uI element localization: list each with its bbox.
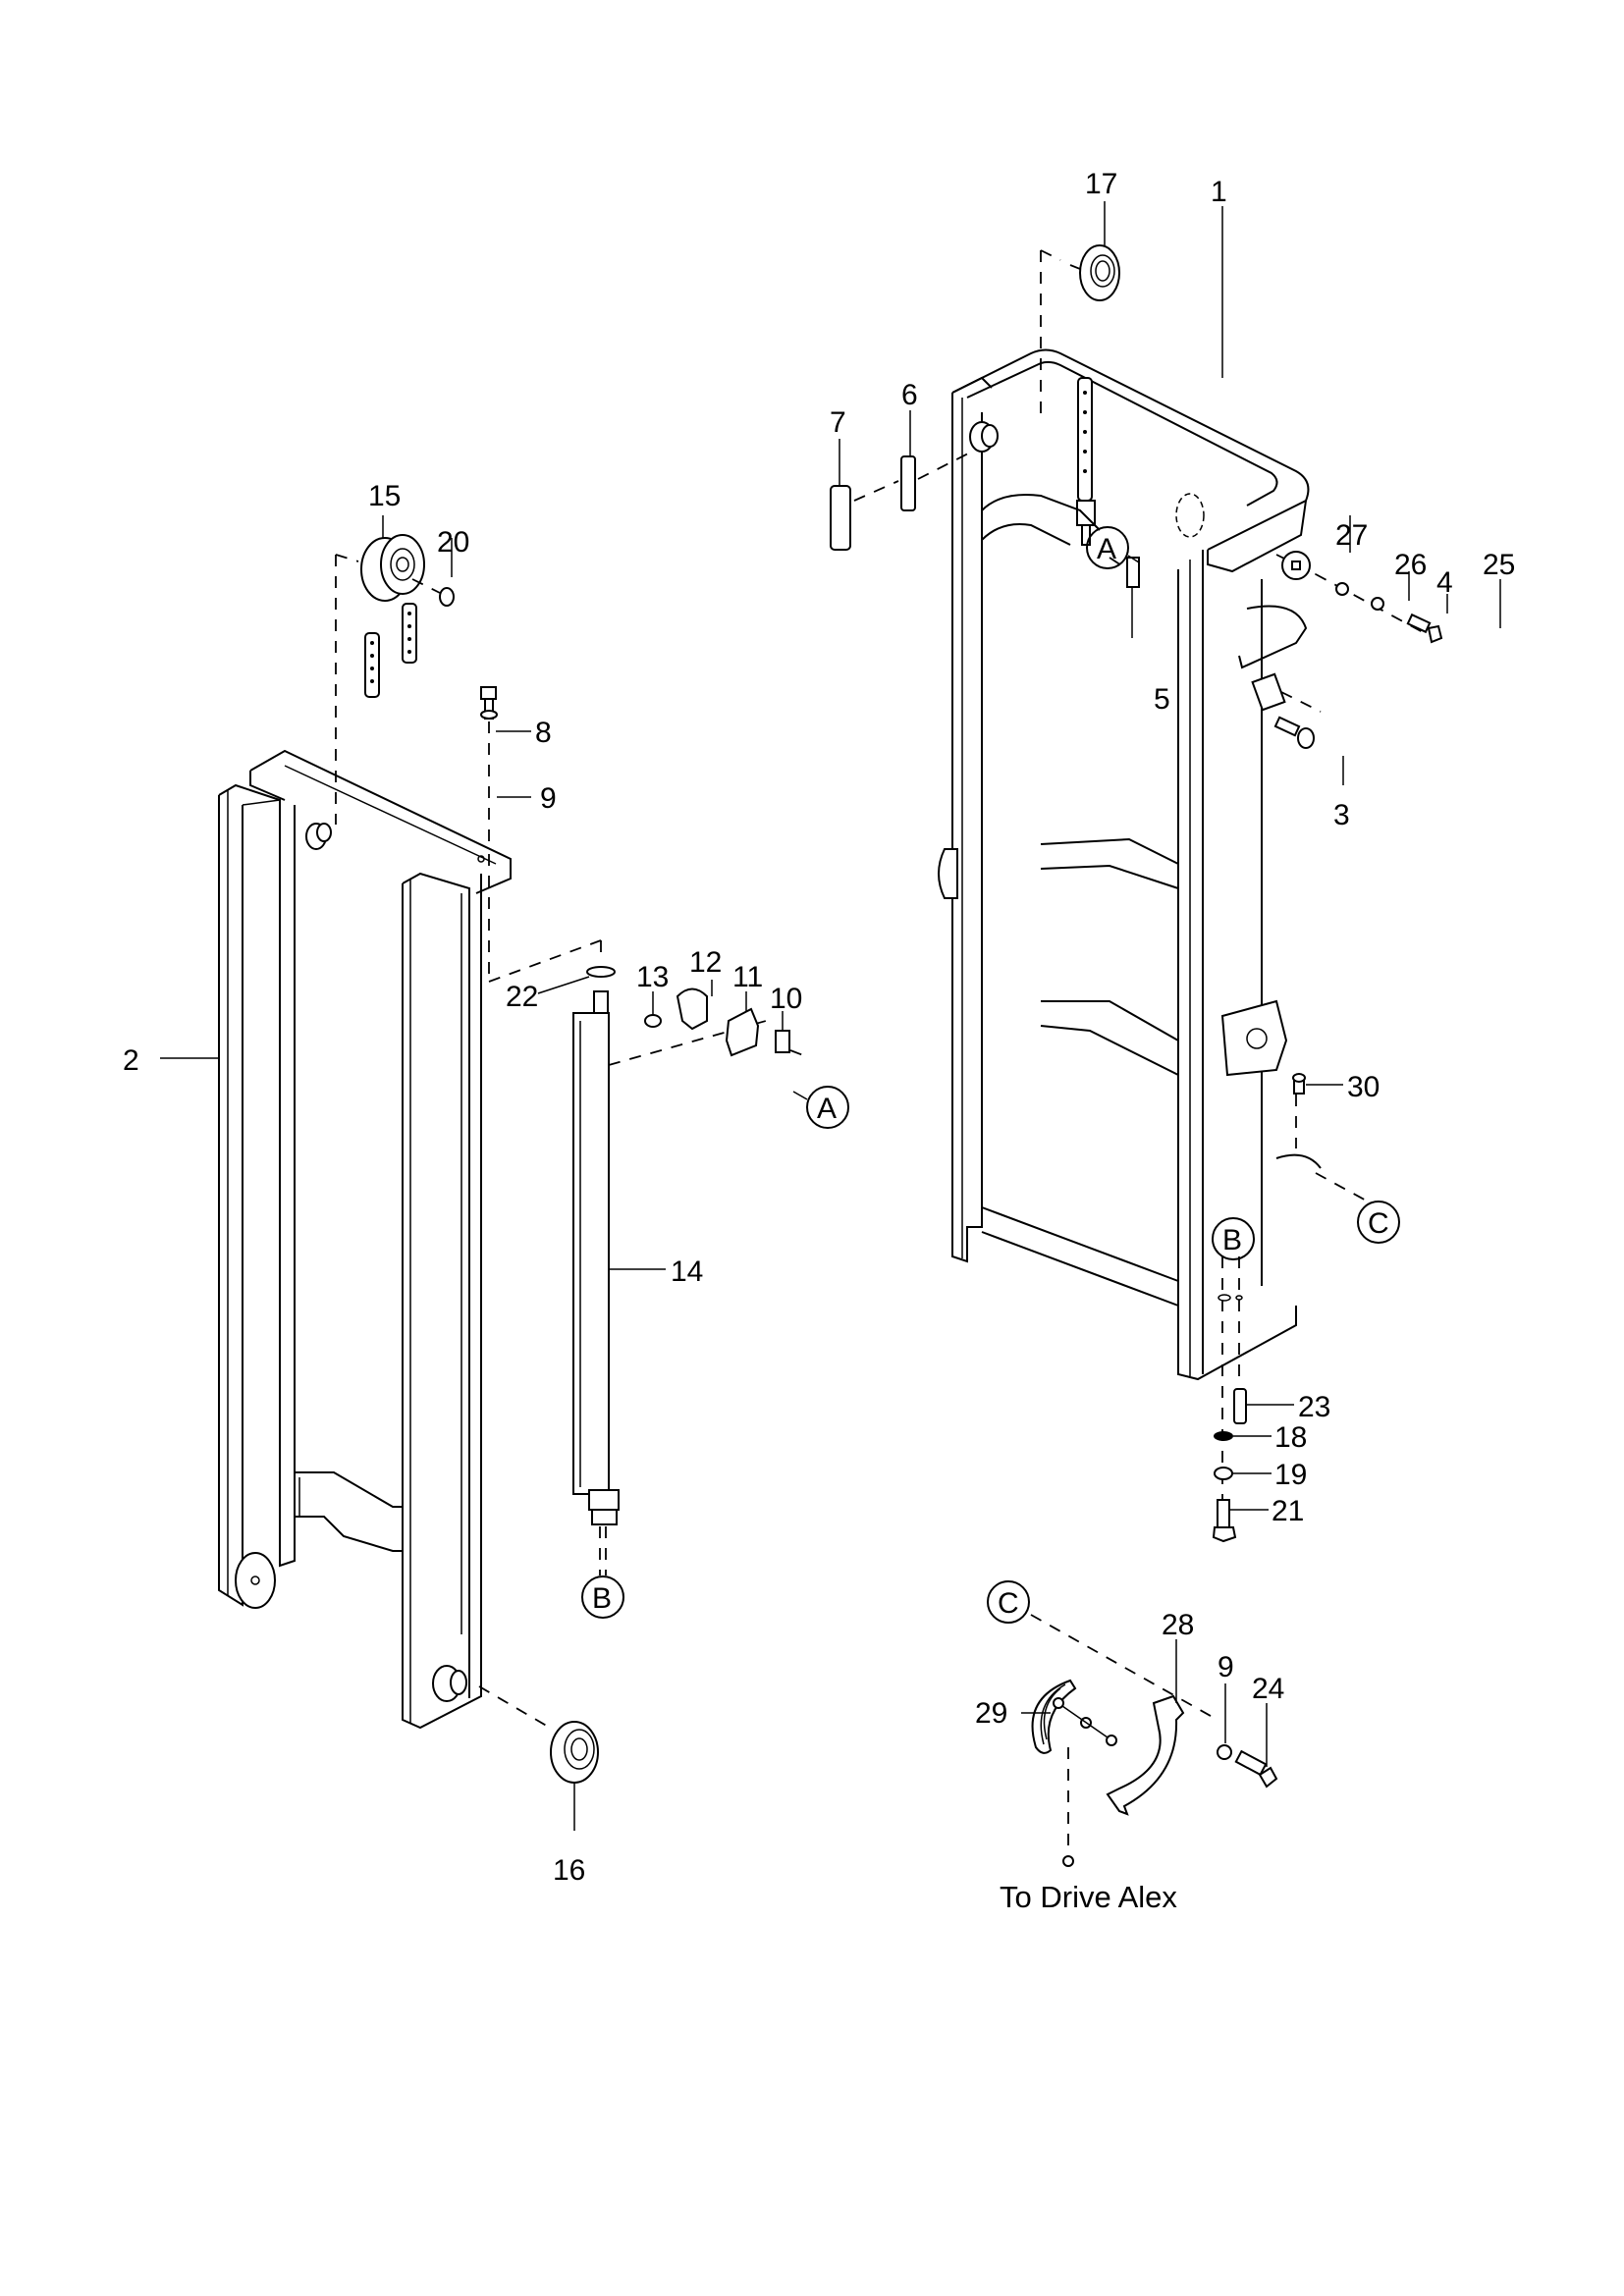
svg-text:A: A bbox=[1097, 533, 1116, 565]
drive-axle-caption: To Drive Alex bbox=[1000, 1880, 1177, 1914]
plate-5 bbox=[1126, 557, 1140, 588]
roller-27 bbox=[1281, 551, 1311, 580]
callout-29: 29 bbox=[975, 1697, 1007, 1730]
callout-22: 22 bbox=[506, 981, 538, 1013]
callout-30: 30 bbox=[1347, 1071, 1380, 1103]
plate-6 bbox=[900, 455, 916, 511]
block-7 bbox=[830, 485, 851, 551]
callout-3: 3 bbox=[1333, 799, 1350, 831]
hardware-dots bbox=[1053, 1697, 1117, 1746]
callout-9b: 9 bbox=[1218, 1651, 1234, 1683]
washer-4 bbox=[1371, 597, 1384, 611]
callout-7: 7 bbox=[830, 406, 846, 439]
washer-18 bbox=[1214, 1431, 1233, 1441]
callout-19: 19 bbox=[1274, 1459, 1307, 1491]
callout-9: 9 bbox=[540, 782, 557, 815]
callout-21: 21 bbox=[1272, 1495, 1304, 1527]
callout-2: 2 bbox=[123, 1044, 139, 1077]
callout-12: 12 bbox=[689, 946, 722, 979]
roller-16 bbox=[550, 1721, 599, 1784]
inner-mast bbox=[938, 348, 1310, 1381]
callout-14: 14 bbox=[671, 1255, 703, 1288]
ref-marker-a-right: A bbox=[1086, 526, 1140, 569]
pin-23 bbox=[1233, 1388, 1247, 1424]
clamp-12 bbox=[676, 988, 708, 1031]
callout-18: 18 bbox=[1274, 1421, 1307, 1454]
nut-13 bbox=[644, 1014, 662, 1028]
outer-mast bbox=[218, 749, 512, 1730]
callout-1: 1 bbox=[1211, 176, 1227, 208]
callout-labels: 1 2 3 4 5 6 7 8 9 10 11 12 13 14 15 16 1… bbox=[123, 168, 1515, 1887]
bolt-25 bbox=[1406, 613, 1443, 644]
plate-10 bbox=[775, 1030, 790, 1053]
callout-20: 20 bbox=[437, 526, 469, 559]
ref-marker-a-left: A bbox=[792, 1086, 849, 1129]
ref-marker-c-bottom: C bbox=[987, 1580, 1030, 1624]
callout-27: 27 bbox=[1335, 519, 1368, 552]
washer-19 bbox=[1214, 1467, 1233, 1480]
washer-9 bbox=[480, 710, 498, 720]
grease-fitting-30 bbox=[1292, 1073, 1306, 1095]
callout-23: 23 bbox=[1298, 1391, 1330, 1423]
bearing-cap-29 bbox=[1031, 1679, 1077, 1754]
snap-ring-20 bbox=[439, 587, 455, 607]
washer-9-bottom bbox=[1217, 1744, 1232, 1760]
callout-15: 15 bbox=[368, 480, 401, 512]
callout-8: 8 bbox=[535, 717, 552, 749]
callout-5: 5 bbox=[1154, 683, 1170, 716]
callout-25: 25 bbox=[1483, 549, 1515, 581]
callout-16: 16 bbox=[553, 1854, 585, 1887]
svg-text:A: A bbox=[817, 1093, 837, 1125]
callout-11: 11 bbox=[732, 961, 763, 993]
callout-26: 26 bbox=[1394, 549, 1427, 581]
lift-cylinder-14 bbox=[572, 966, 620, 1525]
bolt-21 bbox=[1212, 1499, 1237, 1543]
callout-24: 24 bbox=[1252, 1673, 1284, 1705]
bolt-24 bbox=[1234, 1749, 1278, 1789]
callout-6: 6 bbox=[901, 379, 918, 411]
bracket-11 bbox=[725, 1007, 760, 1057]
callout-10: 10 bbox=[770, 983, 802, 1015]
svg-text:C: C bbox=[998, 1587, 1019, 1620]
clamp-28 bbox=[1106, 1694, 1185, 1816]
svg-text:B: B bbox=[1222, 1224, 1242, 1256]
bolt-3 bbox=[1273, 716, 1315, 749]
svg-text:B: B bbox=[592, 1582, 612, 1615]
bolt-8 bbox=[480, 686, 497, 720]
leader-lines bbox=[160, 201, 1501, 1831]
chain-links bbox=[364, 603, 417, 698]
callout-28: 28 bbox=[1162, 1609, 1194, 1641]
ref-marker-b-right: B bbox=[1212, 1217, 1255, 1260]
callout-17: 17 bbox=[1085, 168, 1117, 200]
callout-13: 13 bbox=[636, 961, 669, 993]
ref-marker-b-left: B bbox=[581, 1575, 624, 1619]
ref-marker-c-right: C bbox=[1357, 1201, 1400, 1244]
washer-26 bbox=[1335, 582, 1349, 596]
roller-17 bbox=[1079, 244, 1120, 301]
callout-4: 4 bbox=[1436, 566, 1453, 599]
sheave-15 bbox=[360, 534, 425, 602]
svg-text:C: C bbox=[1368, 1207, 1389, 1240]
